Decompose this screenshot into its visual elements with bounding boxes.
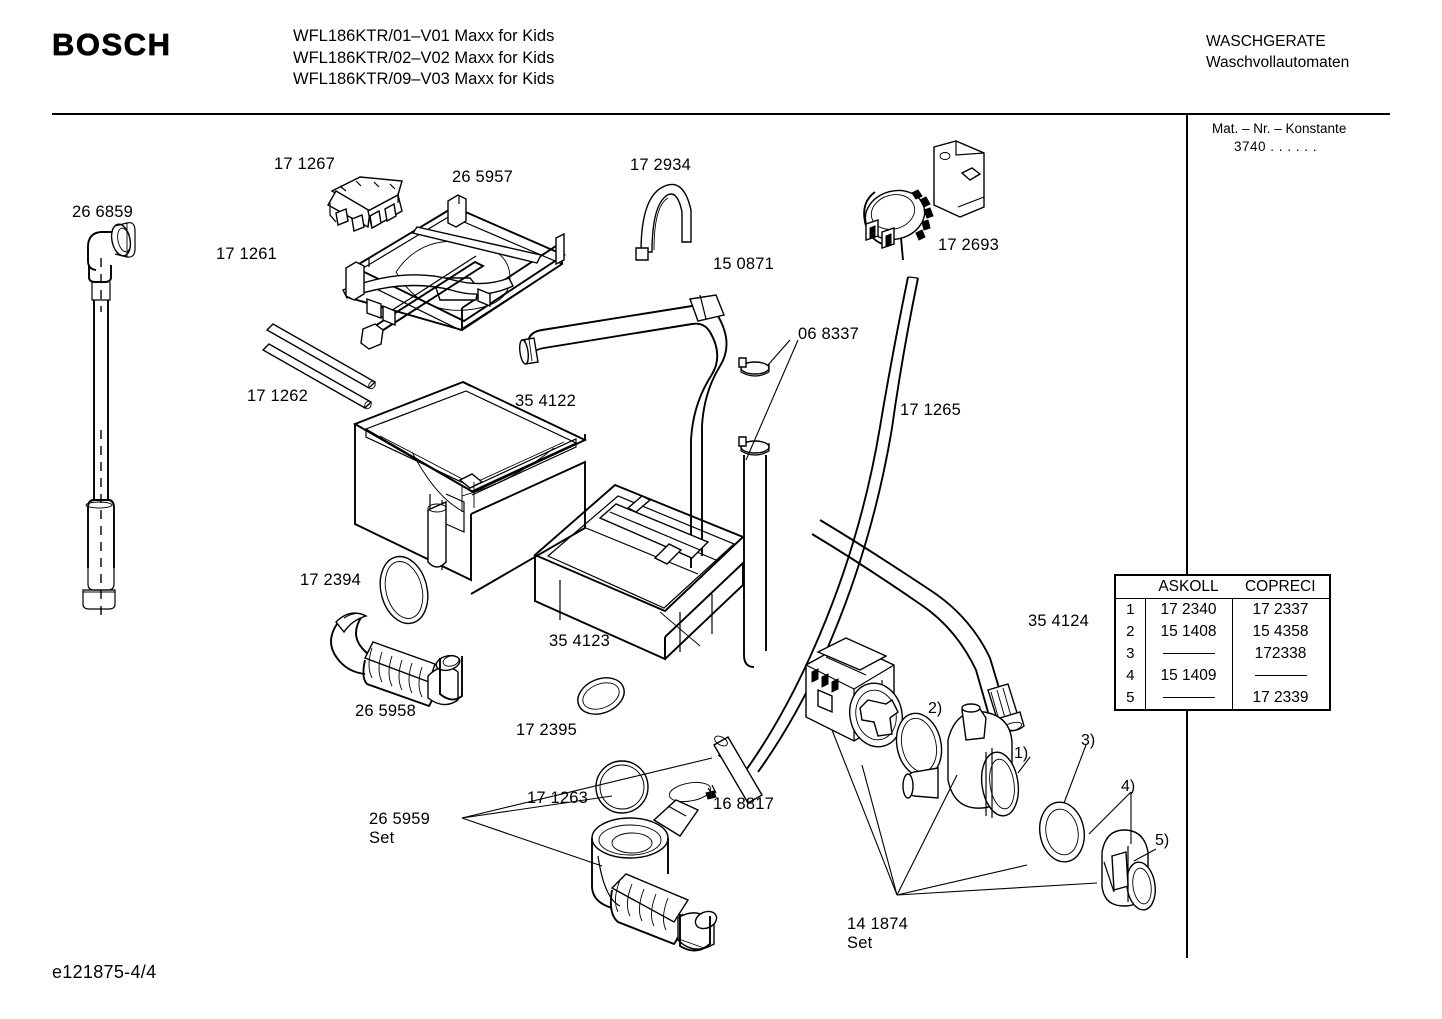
part-26-5958-hose-elbow [330,612,463,708]
part-label-26-5959-number: 26 5959 [369,810,431,828]
part-label-17-2394: 17 2394 [300,571,362,589]
part-label-14-1874: 14 1874 Set [847,915,908,953]
variant-row-3-copreci: 172338 [1254,645,1307,662]
part-17-1267-clip [327,176,403,232]
table-row: 5 17 2339 [1116,687,1329,709]
table-row: 2 15 1408 15 4358 [1116,621,1329,643]
variant-row-4-index: 4 [1116,665,1146,687]
part-17-2395-seal-ring [577,677,625,715]
part-35-4124-drain-hose [811,519,1025,733]
variant-row-4-copreci [1232,665,1329,687]
part-17-2394-seal-ring [379,555,429,625]
variant-row-5-index: 5 [1116,687,1146,709]
table-row: 4 15 1409 [1116,665,1329,687]
variant-row-1-index: 1 [1116,598,1146,621]
empty-dash [1254,675,1307,677]
callout-label-5: 5) [1155,832,1170,849]
table-row: 1 17 2340 17 2337 [1116,598,1329,621]
callout-label-4: 4) [1121,778,1136,795]
department-title: WASCHGERATE [1206,33,1326,50]
empty-dash [1162,653,1215,655]
part-label-14-1874-number: 14 1874 [847,915,909,933]
model-list: WFL186KTR/01–V01 Maxx for Kids WFL186KTR… [293,26,554,91]
callout-leaders [1017,744,1157,862]
part-label-17-1261: 17 1261 [216,245,278,263]
part-15-0871-hose [519,294,799,668]
part-label-26-5959-set: Set [369,829,395,847]
part-label-26-6859: 26 6859 [72,203,134,221]
part-26-5959-sump-assembly [461,735,763,952]
variant-row-3-index: 3 [1116,643,1146,665]
part-26-6859-inlet-hose [82,222,136,620]
part-label-17-2395: 17 2395 [516,721,578,739]
bosch-logo: BOSCH [52,27,172,63]
part-35-4122-dispenser-housing [352,380,588,595]
variant-row-5-copreci: 17 2339 [1252,689,1309,706]
variant-table: ASKOLL COPRECI 1 17 2340 17 2337 2 15 14… [1114,574,1331,711]
part-17-1263-filter-cap [595,760,649,814]
part-label-26-5958: 26 5958 [355,702,417,720]
variant-table-header-copreci: COPRECI [1244,578,1316,595]
department-subtitle: Waschvollautomaten [1206,54,1350,71]
part-label-17-1267: 17 1267 [274,155,336,173]
variant-row-2-index: 2 [1116,621,1146,643]
part-label-17-2934: 17 2934 [630,156,692,174]
material-number-title: Mat. – Nr. – Konstante [1212,121,1347,136]
part-label-15-0871: 15 0871 [713,255,775,273]
part-17-2934-fork-clip [635,183,692,261]
part-label-17-1262: 17 1262 [247,387,309,405]
part-label-26-5957: 26 5957 [452,168,514,186]
variant-row-2-askoll: 15 1408 [1145,621,1233,643]
model-line-1: WFL186KTR/01–V01 Maxx for Kids [293,27,555,45]
part-label-17-1263: 17 1263 [527,789,589,807]
part-label-35-4124: 35 4124 [1028,612,1090,630]
empty-dash [1162,697,1215,699]
part-26-5957-drawer-frame [342,194,566,350]
callout-label-1: 1) [1014,745,1029,762]
variant-table-header-index [1116,576,1145,599]
part-label-14-1874-set: Set [847,934,873,952]
callout-label-2: 2) [928,700,943,717]
variant-row-1-askoll: 17 2340 [1145,598,1233,621]
part-label-35-4122: 35 4122 [515,392,577,410]
part-label-35-4123: 35 4123 [549,632,611,650]
model-line-3: WFL186KTR/09–V03 Maxx for Kids [293,70,555,88]
variant-table-header-askoll: ASKOLL [1158,578,1219,595]
variant-row-3-askoll [1145,643,1233,665]
part-label-17-1265: 17 1265 [900,401,962,419]
right-panel-divider [1186,113,1188,958]
department-block: WASCHGERATE Waschvollautomaten [1206,31,1349,73]
part-label-16-8817: 16 8817 [713,795,775,813]
variant-row-2-copreci: 15 4358 [1252,623,1309,640]
part-14-1874-pump-set [805,637,1156,911]
part-17-1265-tube [743,276,919,774]
part-label-26-5959: 26 5959 Set [369,810,430,848]
material-number-value: 3740 . . . . . . [1234,139,1318,154]
variant-row-1-copreci: 17 2337 [1252,601,1309,618]
drawing-number: e121875-4/4 [52,962,157,982]
table-row: 3 172338 [1116,643,1329,665]
part-label-06-8337: 06 8337 [798,325,860,343]
material-number-block: Mat. – Nr. – Konstante 3740 . . . . . . [1212,120,1346,156]
variant-row-5-askoll [1145,687,1233,709]
variant-table-header-row: ASKOLL COPRECI [1116,576,1329,599]
header-divider [52,113,1390,115]
variant-row-4-askoll: 15 1409 [1145,665,1233,687]
model-line-2: WFL186KTR/02–V02 Maxx for Kids [293,48,555,67]
part-label-17-2693: 17 2693 [938,236,1000,254]
callout-label-3: 3) [1081,732,1096,749]
